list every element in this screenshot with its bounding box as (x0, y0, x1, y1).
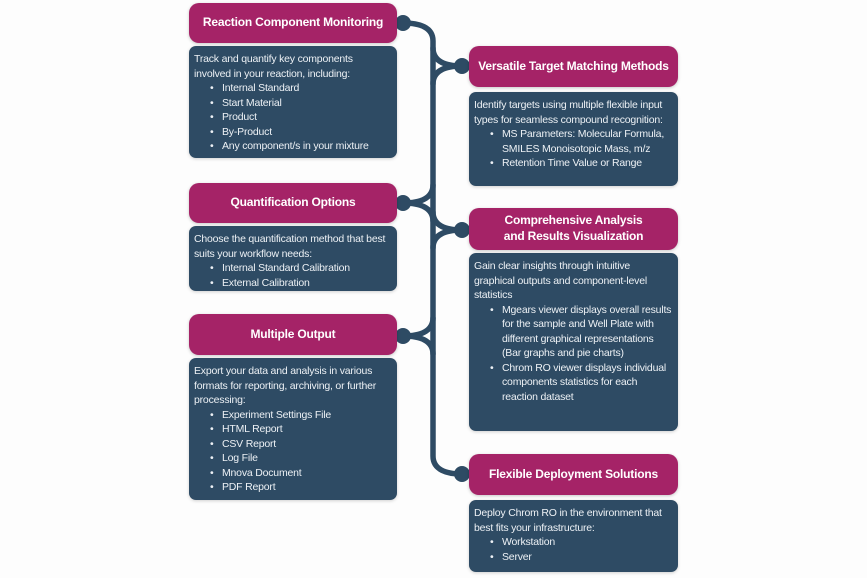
connector-stub-left-2-down (400, 200, 436, 224)
bullet-item: Mgears viewer displays overall results f… (490, 303, 673, 361)
section-intro: Identify targets using multiple flexible… (474, 99, 663, 126)
section-intro: Gain clear insights through intuitive gr… (474, 260, 647, 301)
header-versatile-target-matching-methods: Versatile Target Matching Methods (469, 46, 678, 87)
bullet-item: Log File (210, 451, 392, 466)
bullet-item: Workstation (490, 535, 673, 550)
header-reaction-component-monitoring: Reaction Component Monitoring (189, 3, 397, 43)
header-flexible-deployment-solutions: Flexible Deployment Solutions (469, 454, 678, 495)
bullet-item: Experiment Settings File (210, 408, 392, 423)
connector-branch-right-2-up (430, 209, 465, 233)
header-title: Reaction Component Monitoring (202, 15, 384, 30)
connector-dot (454, 222, 470, 238)
bullet-list: Internal Standard Calibration External C… (194, 261, 392, 290)
bullet-item: Internal Standard Calibration (210, 261, 392, 276)
connector-dot (395, 328, 411, 344)
bullet-item: Product (210, 110, 392, 125)
header-title-line-2: and Results Visualization (503, 229, 644, 243)
section-intro: Choose the quantification method that be… (194, 233, 386, 260)
body-comprehensive-analysis-results-visualization: Gain clear insights through intuitive gr… (469, 253, 678, 431)
section-intro: Track and quantify key components involv… (194, 53, 353, 80)
connector-dot (454, 58, 470, 74)
header-comprehensive-analysis-results-visualization: Comprehensive Analysis and Results Visua… (469, 208, 678, 250)
header-title: Quantification Options (230, 195, 356, 210)
section-intro: Deploy Chrom RO in the environment that … (474, 507, 662, 534)
connector-stub-left-2-up (400, 182, 436, 206)
bullet-list: Workstation Server (474, 535, 673, 564)
header-title: Versatile Target Matching Methods (478, 58, 669, 73)
connector-dot (395, 15, 411, 31)
section-intro: Export your data and analysis in various… (194, 365, 377, 406)
bullet-item: MS Parameters: Molecular Formula, SMILES… (490, 127, 673, 156)
body-multiple-output: Export your data and analysis in various… (189, 358, 397, 500)
bullet-item: Chrom RO viewer displays individual comp… (490, 361, 673, 405)
body-quantification-options: Choose the quantification method that be… (189, 226, 397, 291)
bullet-list: MS Parameters: Molecular Formula, SMILES… (474, 127, 673, 171)
bullet-item: Any component/s in your mixture (210, 139, 392, 154)
connector-stub-left-3-up (400, 315, 436, 339)
bullet-item: PDF Report (210, 480, 392, 495)
bullet-item: Retention Time Value or Range (490, 156, 673, 171)
header-title: Flexible Deployment Solutions (489, 466, 658, 481)
bullet-item: Internal Standard (210, 81, 392, 96)
bullet-item: External Calibration (210, 276, 392, 291)
connector-branch-right-2-down (430, 227, 465, 251)
header-multiple-output: Multiple Output (189, 314, 397, 355)
header-quantification-options: Quantification Options (189, 183, 397, 223)
bullet-list: Internal Standard Start Material Product… (194, 81, 392, 154)
bullet-item: Start Material (210, 96, 392, 111)
bullet-item: Mnova Document (210, 466, 392, 481)
connector-spine (400, 20, 465, 477)
connector-dot (454, 466, 470, 482)
bullet-item: By-Product (210, 125, 392, 140)
header-title: Multiple Output (250, 326, 336, 341)
connector-branch-right-1-down (430, 63, 465, 87)
body-flexible-deployment-solutions: Deploy Chrom RO in the environment that … (469, 500, 678, 572)
bullet-list: Experiment Settings File HTML Report CSV… (194, 408, 392, 495)
bullet-list: Mgears viewer displays overall results f… (474, 303, 673, 405)
bullet-item: HTML Report (210, 422, 392, 437)
bullet-item: Server (490, 550, 673, 565)
bullet-item: CSV Report (210, 437, 392, 452)
body-versatile-target-matching-methods: Identify targets using multiple flexible… (469, 92, 678, 186)
header-title-line-1: Comprehensive Analysis (504, 213, 643, 228)
connector-stub-left-3-down (400, 333, 436, 357)
body-reaction-component-monitoring: Track and quantify key components involv… (189, 46, 397, 158)
connector-branch-right-1-up (430, 45, 465, 69)
connector-dot (395, 195, 411, 211)
